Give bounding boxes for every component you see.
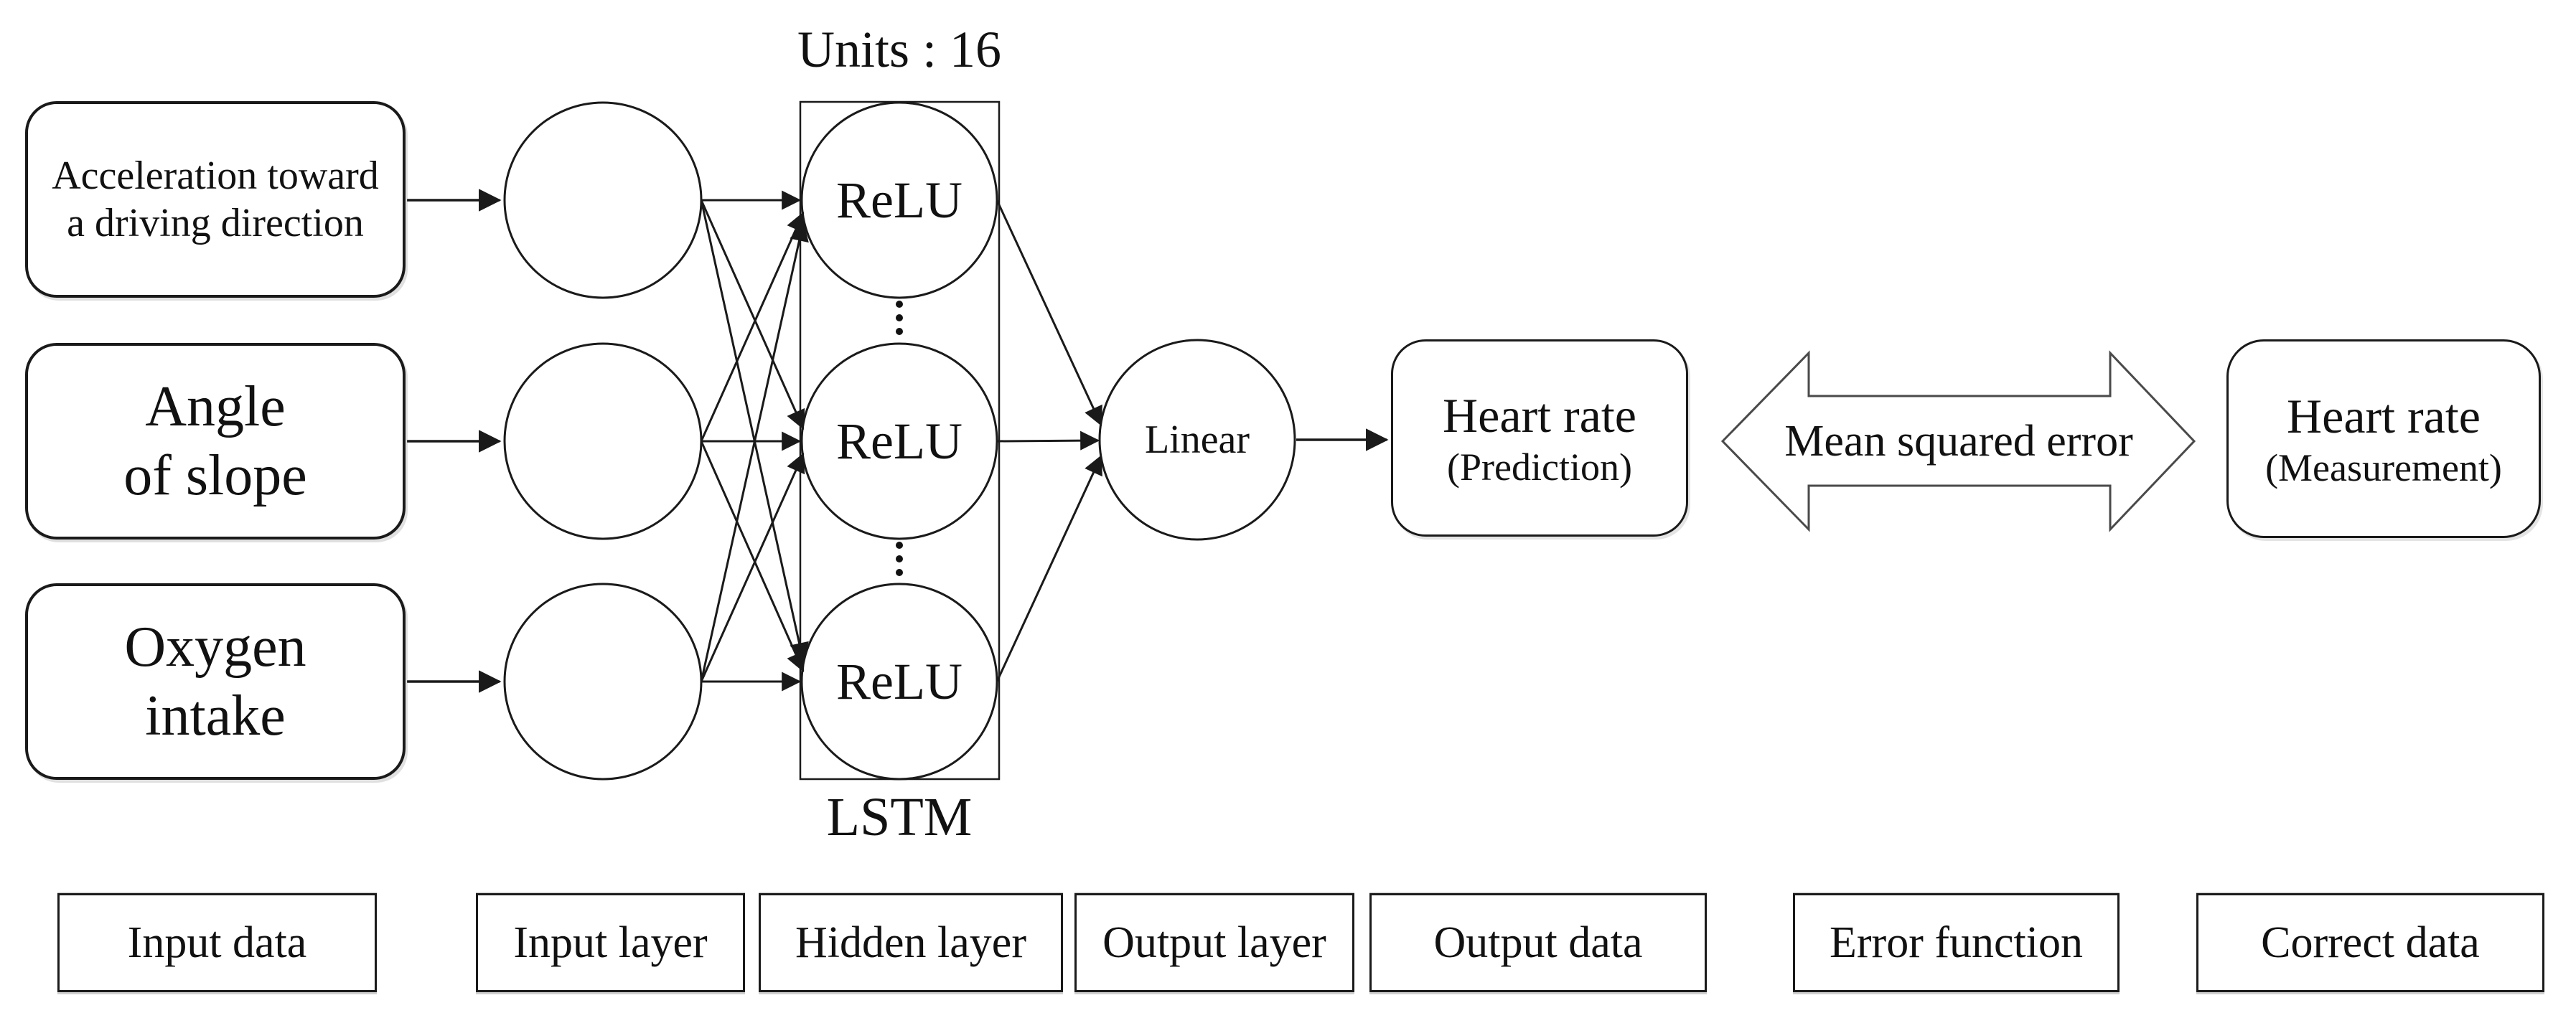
legend-output-layer: Output layer xyxy=(1074,893,1354,992)
connection-line xyxy=(700,453,805,682)
connection-line xyxy=(996,199,1102,426)
legend-correct-data: Correct data xyxy=(2196,893,2544,992)
connection-line xyxy=(996,455,1102,682)
connection-line xyxy=(700,212,805,442)
input-box-line: Angle xyxy=(145,375,286,438)
prediction-box-line1: Heart rate xyxy=(1443,387,1636,443)
lstm-label: LSTM xyxy=(826,787,973,847)
input-box-line: of slope xyxy=(123,444,307,507)
vertical-ellipsis-icon xyxy=(896,542,903,576)
prediction-box-line2: (Prediction) xyxy=(1447,445,1632,489)
output-node-label: Linear xyxy=(1144,418,1250,462)
measurement-box: Heart rate (Measurement) xyxy=(2226,339,2541,538)
input-box-line: a driving direction xyxy=(67,201,364,245)
input-box-oxygen-intake: Oxygen intake xyxy=(25,583,406,780)
connection-line xyxy=(700,199,809,663)
input-to-hidden-connections xyxy=(700,190,809,692)
input-box-line: Acceleration toward xyxy=(52,154,379,198)
vertical-ellipsis-icon xyxy=(896,301,903,335)
input-data-arrows xyxy=(407,189,502,693)
connection-line xyxy=(700,199,805,430)
legend-output-data: Output data xyxy=(1369,893,1707,992)
legend-error-function: Error function xyxy=(1793,893,2120,992)
error-double-arrow xyxy=(1720,350,2196,532)
prediction-box: Heart rate (Prediction) xyxy=(1391,339,1688,537)
legend-hidden-layer: Hidden layer xyxy=(759,893,1063,992)
input-node-3 xyxy=(503,583,703,781)
legend-input-layer: Input layer xyxy=(476,893,745,992)
input-box-line: intake xyxy=(145,684,286,748)
hidden-node-label: ReLU xyxy=(836,171,963,229)
connection-line xyxy=(700,221,809,682)
measurement-box-line2: (Measurement) xyxy=(2265,446,2502,489)
input-node-1 xyxy=(503,101,703,299)
input-box-angle-of-slope: Angle of slope xyxy=(25,343,406,540)
units-title: Units : 16 xyxy=(797,21,1002,78)
hidden-to-output-connections xyxy=(996,199,1102,682)
input-box-line: Oxygen xyxy=(124,616,306,679)
error-arrow-label: Mean squared error xyxy=(1784,416,2133,466)
connection-line xyxy=(700,440,805,672)
input-box-acceleration: Acceleration toward a driving direction xyxy=(25,101,406,298)
legend-input-data: Input data xyxy=(57,893,377,992)
connection-line xyxy=(996,430,1100,451)
hidden-node-label: ReLU xyxy=(836,652,963,710)
hidden-node-label: ReLU xyxy=(836,412,963,470)
input-node-2 xyxy=(503,342,703,540)
measurement-box-line1: Heart rate xyxy=(2287,388,2481,443)
